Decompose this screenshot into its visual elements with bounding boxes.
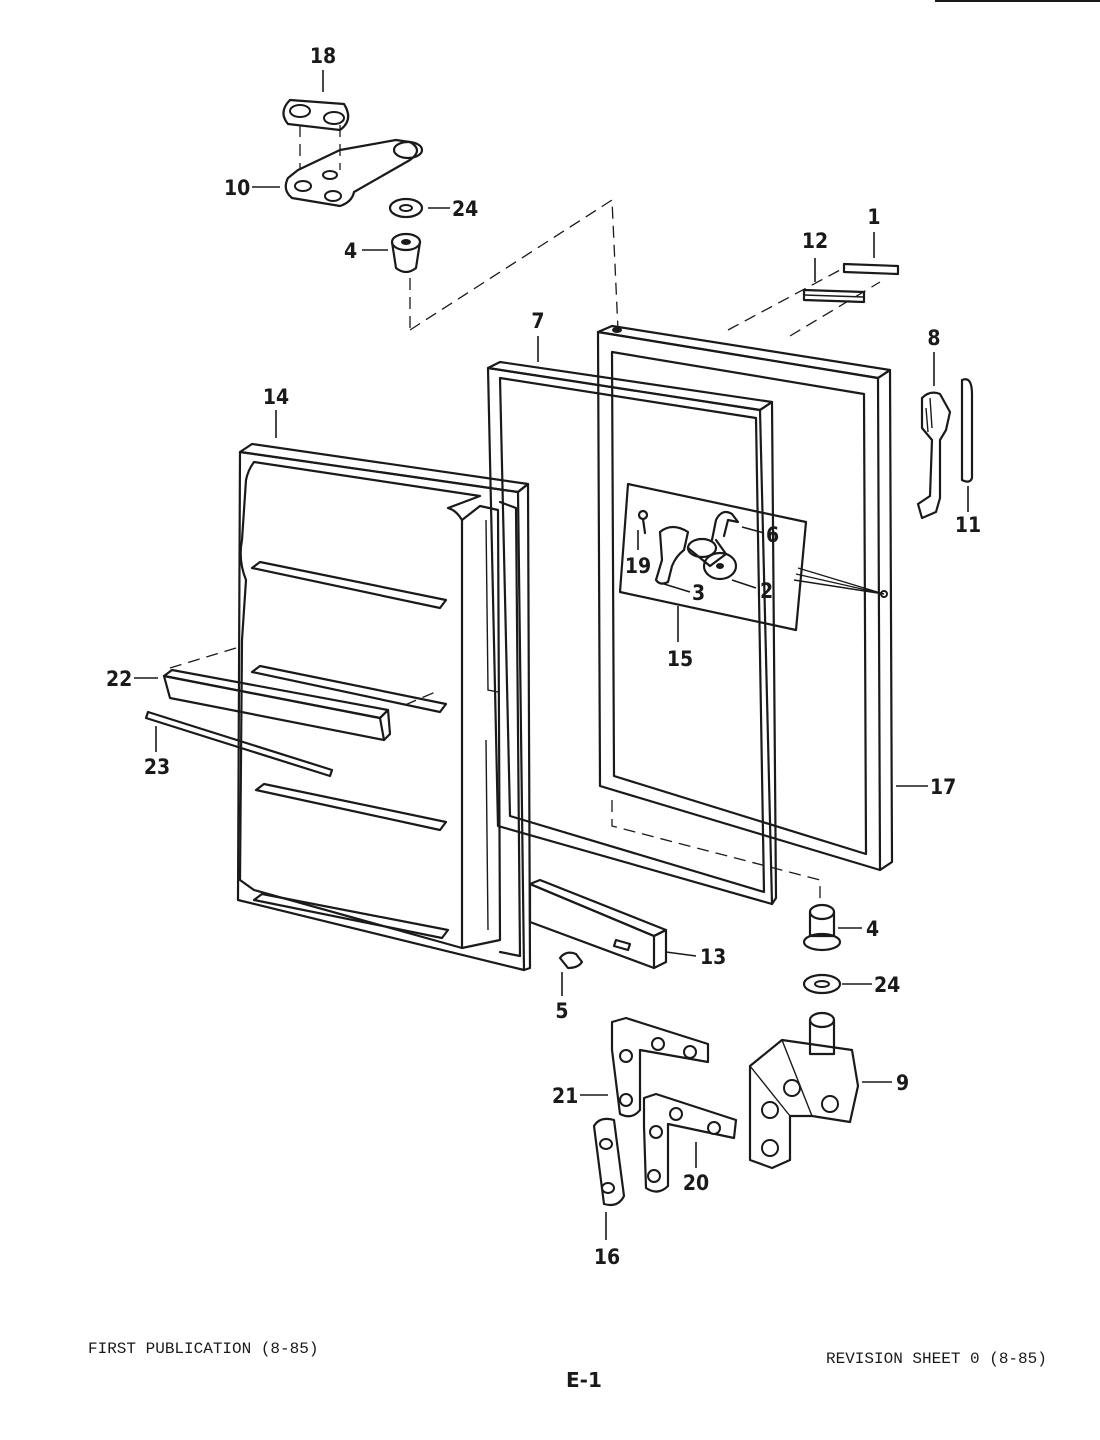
part-8-handle — [916, 391, 952, 520]
callout-7: 7 — [531, 309, 544, 333]
part-19-screw — [637, 509, 649, 535]
part-4-bushing-bottom — [802, 903, 842, 952]
page-id: E-1 — [566, 1368, 602, 1392]
callout-24-top: 24 — [452, 197, 478, 221]
callout-11: 11 — [955, 513, 981, 537]
part-4-bushing-top — [390, 232, 422, 274]
part-22-shelf-bar — [162, 668, 392, 742]
callout-6: 6 — [766, 523, 779, 547]
callout-15: 15 — [667, 647, 693, 671]
callout-labels: 18 10 24 4 12 1 7 8 11 14 6 2 3 19 15 22… — [106, 44, 981, 1269]
callout-13: 13 — [700, 945, 726, 969]
callout-12: 12 — [802, 229, 828, 253]
callout-3: 3 — [692, 581, 705, 605]
part-2-lock-cylinder — [686, 537, 738, 581]
part-24-washer-bottom — [802, 973, 842, 995]
callout-9: 9 — [896, 1071, 909, 1095]
part-17-outer-door — [596, 324, 894, 872]
callout-leaders — [134, 70, 969, 1240]
callout-4-bottom: 4 — [866, 917, 879, 941]
part-18-hinge-shim — [282, 98, 350, 132]
callout-4-top: 4 — [344, 239, 357, 263]
part-5-stop-plug — [558, 951, 584, 970]
callout-23: 23 — [144, 755, 170, 779]
callout-1: 1 — [867, 205, 880, 229]
part-3-lock-cam — [654, 525, 690, 585]
callout-10: 10 — [224, 176, 250, 200]
callout-5: 5 — [555, 999, 568, 1023]
corner-rule — [935, 0, 1100, 2]
callout-20: 20 — [683, 1171, 709, 1195]
part-14-inner-liner — [236, 442, 532, 972]
callout-17: 17 — [930, 775, 956, 799]
revision-sheet-note: REVISION SHEET 0 (8-85) — [826, 1350, 1047, 1368]
callout-22: 22 — [106, 667, 132, 691]
callout-18: 18 — [310, 44, 336, 68]
part-12-trim-strip — [802, 288, 866, 304]
part-1-trim-strip — [842, 262, 900, 276]
part-11-handle-trim — [960, 378, 974, 483]
part-10-top-hinge — [284, 138, 424, 208]
part-21-hinge-bracket — [610, 1016, 710, 1118]
part-13-bottom-trim — [528, 878, 668, 970]
part-16-hinge-shim — [592, 1117, 626, 1207]
door-shelves — [250, 560, 450, 940]
part-6-lock-hook — [710, 510, 740, 542]
callout-16: 16 — [594, 1245, 620, 1269]
part-7-door-gasket — [486, 360, 778, 906]
part-23-shelf-rail — [144, 710, 334, 778]
callout-24-bottom: 24 — [874, 973, 900, 997]
part-15-lock-assembly — [618, 482, 885, 632]
part-9-bottom-hinge — [748, 1011, 860, 1170]
callout-2: 2 — [760, 579, 773, 603]
callout-14: 14 — [263, 385, 289, 409]
callout-19: 19 — [625, 554, 651, 578]
assembly-lines — [169, 125, 881, 900]
part-24-washer-top — [388, 197, 424, 219]
part-20-hinge-bracket — [642, 1092, 738, 1193]
first-publication-note: FIRST PUBLICATION (8-85) — [88, 1340, 319, 1358]
callout-8: 8 — [927, 326, 940, 350]
callout-21: 21 — [552, 1084, 578, 1108]
